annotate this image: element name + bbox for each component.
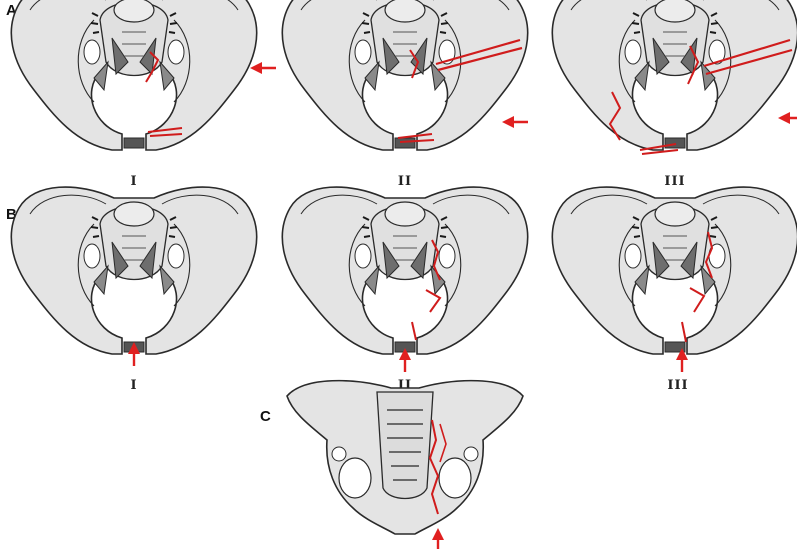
pelvis-b2 [282, 187, 527, 354]
pelvis-a1 [11, 0, 256, 150]
pelvis-a2 [282, 0, 527, 150]
force-arrow-icon [778, 112, 797, 124]
force-arrow-icon [502, 116, 528, 128]
force-arrow-icon [432, 528, 444, 549]
pelvis-b1 [11, 187, 256, 354]
pelvis-c [287, 381, 523, 534]
pelvis-a3 [552, 0, 797, 154]
force-arrow-icon [250, 62, 276, 74]
pelvis-b3 [552, 187, 797, 354]
